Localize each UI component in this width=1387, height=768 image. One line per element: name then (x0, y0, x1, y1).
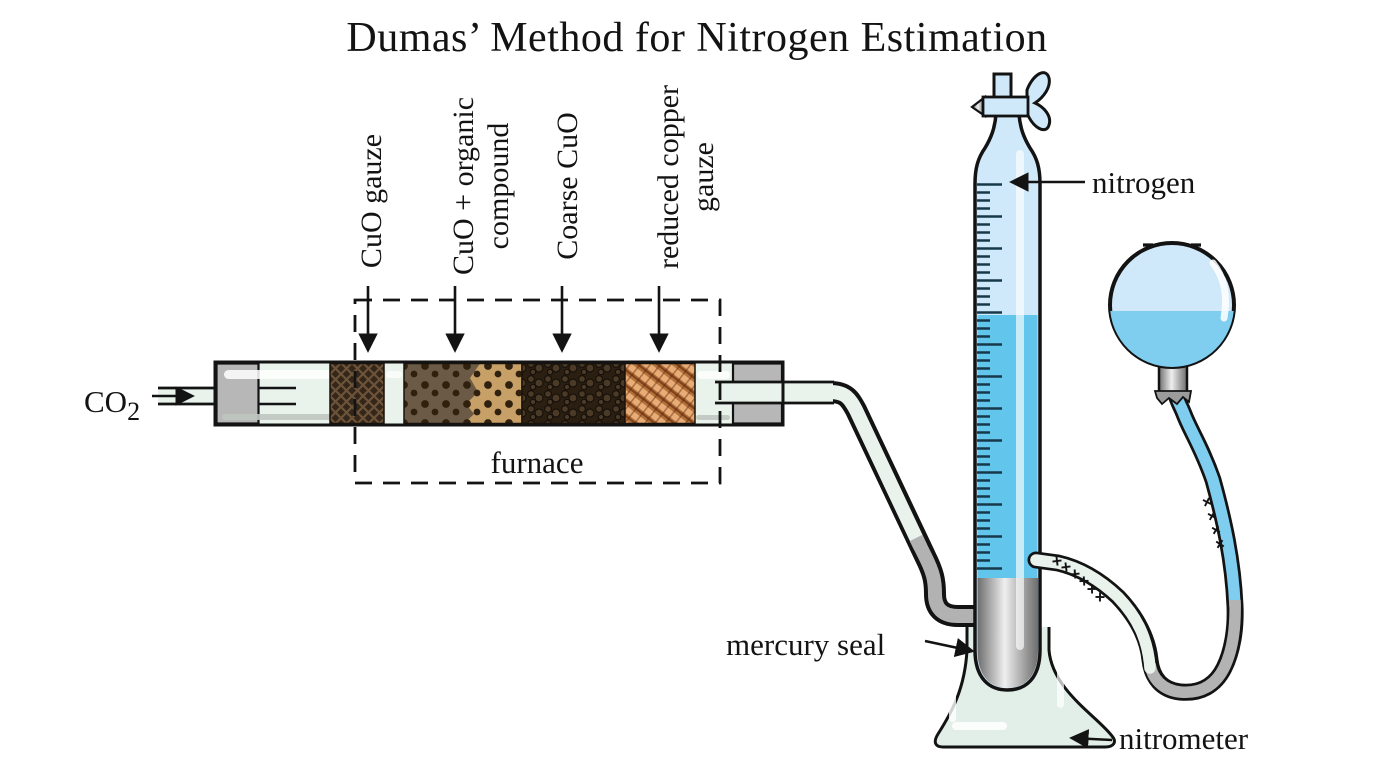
inlet-stub (258, 386, 296, 406)
mercury-seal-arrow (924, 638, 975, 658)
cuo-gauze-section (329, 362, 385, 425)
co2-label: CO2 (84, 384, 140, 426)
co2-inlet: CO2 (84, 384, 217, 426)
stopcock (970, 71, 1052, 132)
page-title: Dumas’ Method for Nitrogen Estimation (346, 15, 1047, 61)
label-reduced-copper-line2: gauze (687, 142, 720, 212)
leveling-tube (1027, 385, 1244, 701)
label-cuo-gauze: CuO gauze (355, 134, 388, 268)
outlet-channel (715, 383, 833, 402)
combustion-tube (213, 360, 834, 427)
label-reduced-copper-line1: reduced copper (652, 85, 685, 269)
flask-mercury-ring (1153, 390, 1193, 406)
glass-highlight (224, 370, 332, 379)
label-cuo-organic-line1: CuO + organic (447, 97, 480, 275)
flask-connector (1157, 363, 1189, 395)
nitrometer-tube (973, 112, 1042, 692)
leveling-tube-liquid (1170, 388, 1241, 612)
glass-shadow (222, 414, 332, 420)
organic-compound-section (403, 362, 523, 425)
tube-highlight (1016, 150, 1024, 650)
graduation-ticks (977, 183, 1003, 571)
packing-labels: CuO gauze CuO + organic compound Coarse … (355, 85, 720, 275)
packing-label-arrows (358, 286, 669, 353)
furnace: furnace (353, 298, 722, 485)
copper-gauze-section (624, 362, 696, 425)
label-coarse-cuo: Coarse CuO (551, 112, 584, 259)
delivery-tube-mercury (909, 534, 978, 623)
stopcock-wing (1025, 71, 1052, 132)
coarse-cuo-section (521, 362, 626, 425)
nitrometer-label: nitrometer (1119, 721, 1249, 756)
label-cuo-organic-line2: compound (482, 123, 515, 250)
furnace-box (353, 298, 722, 485)
nitrogen-label: nitrogen (1092, 165, 1196, 200)
nitrometer-arrow (1069, 729, 1113, 749)
leveling-flask (1108, 241, 1236, 406)
mercury-column (977, 578, 1038, 688)
leveling-tube-mercury (1144, 599, 1241, 699)
stopcock-barrel (981, 95, 1030, 118)
mercury-seal-label: mercury seal (726, 627, 885, 662)
leveling-tube-glass (1030, 554, 1156, 674)
flask-highlight (1209, 259, 1230, 322)
callouts: nitrogen mercury seal nitrometer (726, 165, 1249, 756)
furnace-label: furnace (491, 445, 584, 480)
